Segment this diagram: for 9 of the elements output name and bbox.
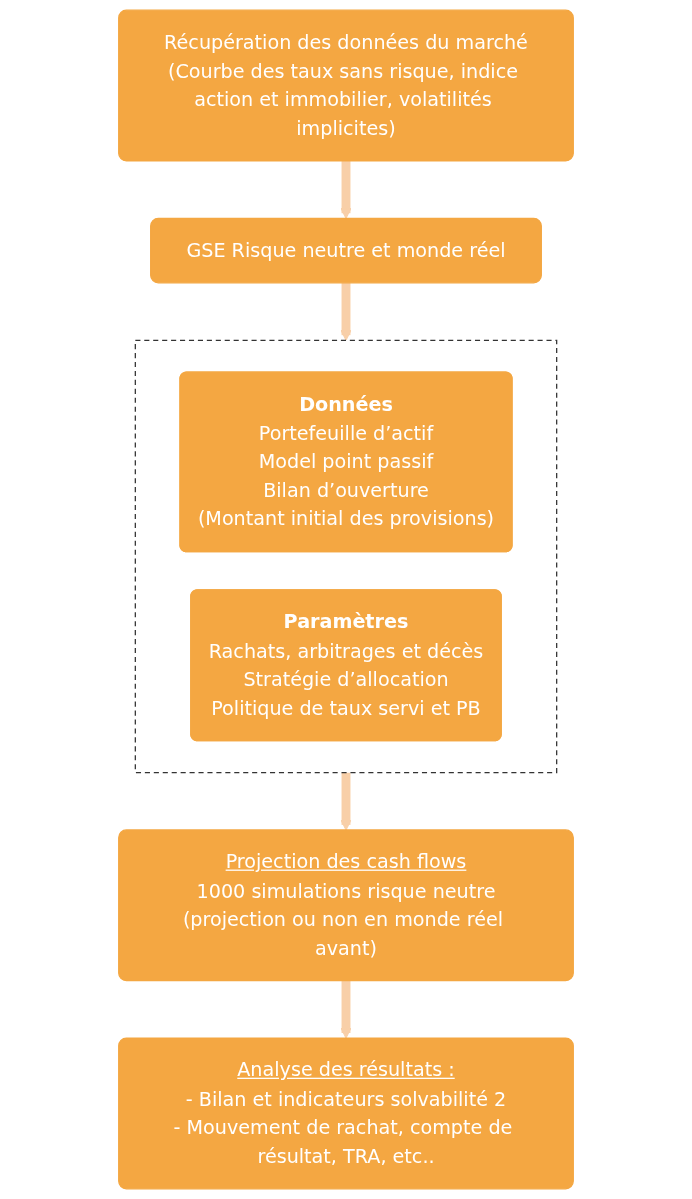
- cluster: [134, 339, 558, 774]
- arrow: [340, 980, 352, 1039]
- arrow: [340, 772, 352, 831]
- node-box: GSE Risque neutre et monde réel: [150, 217, 542, 284]
- node-box: Récupération des données du marché (Courbe des taux sans risque, indice action et immobilier, volatilités implicites): [118, 9, 574, 162]
- arrow: [340, 160, 352, 219]
- node-box: Projection des cash flows 1000 simulations risque neutre (projection ou non en monde réel avant): [118, 829, 574, 982]
- arrow: [340, 282, 352, 341]
- node-box: Analyse des résultats : - Bilan et indicateurs solvabilité 2 - Mouvement de rachat, compte de résultat, TRA, etc..: [118, 1037, 574, 1190]
